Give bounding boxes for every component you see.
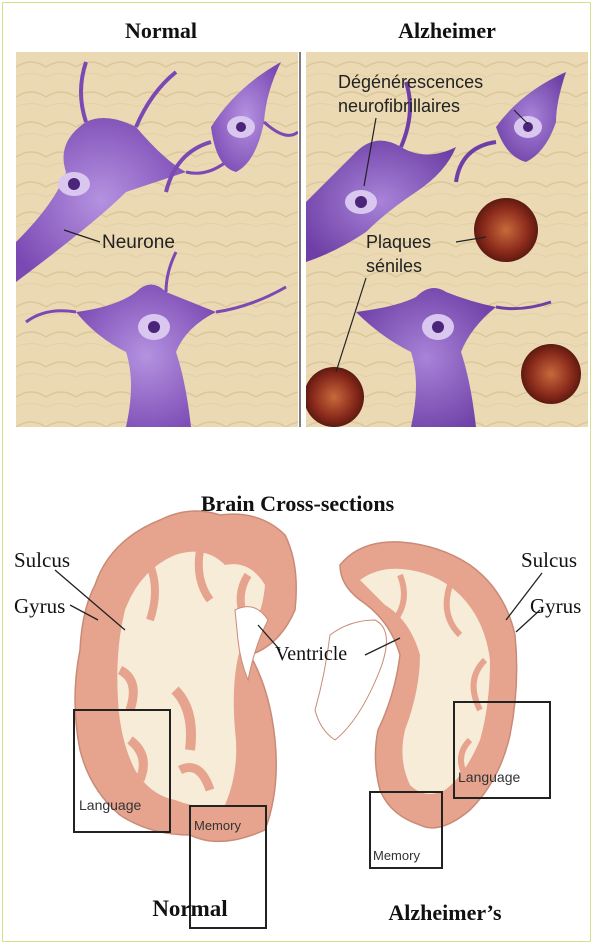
- alzheimer-neurons-illustration: Dégénérescences neurofibrillaires Plaque…: [306, 52, 588, 427]
- plaques-label-line1: Plaques: [366, 232, 431, 252]
- senile-plaque: [306, 367, 364, 427]
- right-gyrus-label: Gyrus: [530, 594, 581, 618]
- alzheimer-caption: Alzheimer’s: [388, 900, 502, 925]
- tangles-label-line1: Dégénérescences: [338, 72, 483, 92]
- alzheimer-panel-title: Alzheimer: [306, 18, 588, 44]
- normal-brain: [75, 511, 296, 841]
- right-memory-label: Memory: [373, 848, 420, 863]
- normal-panel-title: Normal: [20, 18, 302, 44]
- normal-caption: Normal: [152, 896, 227, 921]
- brain-cross-sections: Sulcus Gyrus Sulcus Gyrus Ventricle Lang…: [0, 470, 595, 940]
- right-sulcus-label: Sulcus: [521, 548, 577, 572]
- tangles-label-line2: neurofibrillaires: [338, 96, 460, 116]
- right-language-label: Language: [458, 769, 521, 785]
- left-language-label: Language: [79, 797, 142, 813]
- neurone-label: Neurone: [102, 232, 175, 253]
- senile-plaque: [521, 344, 581, 404]
- panel-divider: [298, 52, 304, 427]
- ventricle-label: Ventricle: [275, 643, 347, 665]
- left-memory-label: Memory: [194, 818, 241, 833]
- left-gyrus-label: Gyrus: [14, 594, 65, 618]
- normal-neurons-illustration: Neurone: [16, 52, 298, 427]
- left-sulcus-label: Sulcus: [14, 548, 70, 572]
- plaques-label-line2: séniles: [366, 256, 422, 276]
- senile-plaque: [474, 198, 538, 262]
